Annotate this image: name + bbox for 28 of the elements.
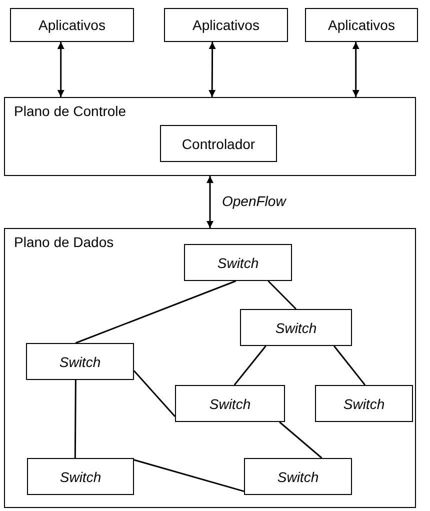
process-box: Aplicativos — [164, 8, 288, 42]
process-box: Aplicativos — [305, 8, 418, 42]
switch-box: Switch — [184, 244, 292, 281]
arrow — [208, 42, 216, 97]
arrow — [206, 176, 214, 228]
connector-line — [268, 280, 297, 310]
panel-title: Plano de Dados — [14, 235, 114, 249]
edge-label: OpenFlow — [222, 194, 286, 208]
connector-line — [133, 370, 176, 417]
connector-line — [134, 459, 244, 492]
switch-box: Switch — [240, 309, 352, 346]
panel-title: Plano de Controle — [14, 104, 126, 118]
plane-panel — [4, 97, 416, 176]
arrow — [57, 42, 64, 97]
switch-box: Switch — [26, 343, 134, 380]
switch-box: Switch — [315, 385, 413, 422]
switch-box: Switch — [175, 385, 285, 422]
connector-line — [74, 380, 76, 458]
connector-line — [234, 346, 266, 386]
switch-box: Switch — [244, 458, 352, 495]
plane-panel — [4, 228, 416, 508]
switch-box: Switch — [27, 458, 134, 495]
process-box: Aplicativos — [10, 8, 134, 42]
arrow — [352, 42, 360, 97]
connector-line — [334, 346, 366, 386]
process-box: Controlador — [160, 125, 277, 162]
connector-line — [75, 280, 236, 344]
connector-line — [279, 421, 322, 459]
